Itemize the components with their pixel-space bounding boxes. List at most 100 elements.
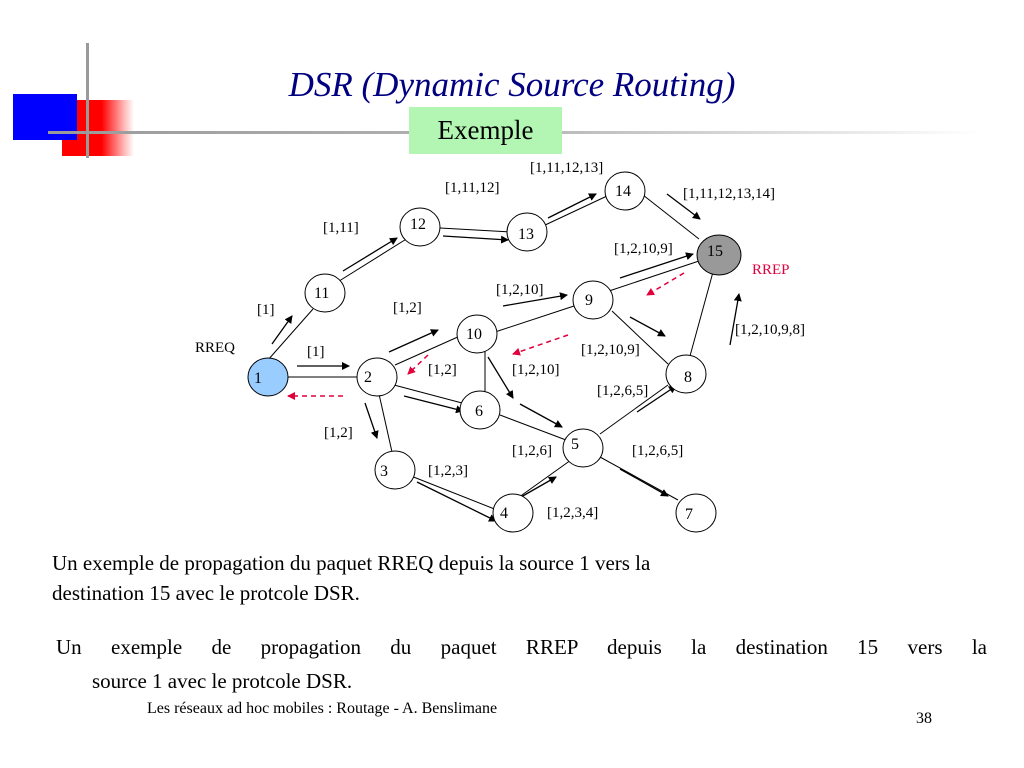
route-label: [1,2,3] — [428, 463, 468, 479]
link-3-4 — [410, 475, 498, 511]
node-label-12: 12 — [410, 216, 426, 233]
link-8-15 — [689, 271, 714, 357]
deco-vertical-line — [86, 43, 89, 158]
arrow-13-14 — [547, 193, 597, 219]
arrow-6-5 — [519, 403, 563, 428]
link-13-14 — [542, 195, 608, 227]
link-2-3 — [378, 393, 393, 453]
node-8 — [665, 354, 707, 394]
node-2 — [356, 357, 398, 397]
node-label-14: 14 — [615, 183, 631, 200]
arrow-10-9 — [502, 292, 568, 307]
node-14 — [604, 171, 646, 211]
rrep-label: RREP — [752, 262, 790, 278]
node-label-7: 7 — [685, 506, 693, 523]
route-label: [1] — [307, 344, 325, 360]
subtitle-box: Exemple — [409, 107, 562, 154]
route-label: [1,11,12,13] — [530, 160, 603, 176]
node-10 — [456, 314, 498, 354]
route-label: [1,2,6,5] — [632, 443, 683, 459]
network-links — [259, 194, 714, 511]
route-label: [1,2] — [324, 425, 353, 441]
node-4 — [492, 493, 534, 533]
link-5-8 — [599, 384, 669, 435]
route-labels: [1] [1] [1,11] [1,11,12] [1,11,12,13] [1… — [257, 160, 805, 521]
rrep-arrow-10-2 — [407, 354, 429, 375]
rrep-arrow-15-9 — [646, 272, 685, 296]
route-label: [1,2,10] — [512, 362, 560, 378]
link-14-15 — [642, 194, 700, 240]
arrow-10-5 — [487, 356, 514, 399]
arrow-4-5 — [520, 476, 557, 498]
node-15 — [696, 234, 742, 276]
route-label: [1,2,10,9] — [614, 241, 673, 257]
arrow-14-15 — [666, 193, 701, 220]
route-label: [1,11,12,13,14] — [683, 186, 775, 202]
node-label-8: 8 — [684, 369, 692, 386]
slide-title: DSR (Dynamic Source Routing) — [288, 65, 736, 104]
node-label-2: 2 — [364, 369, 372, 386]
route-label: [1,11] — [323, 220, 359, 236]
node-3 — [374, 450, 416, 490]
arrow-5-8 — [636, 385, 677, 413]
node-12 — [399, 207, 441, 247]
arrow-5-7 — [619, 468, 669, 497]
link-10-9 — [494, 305, 575, 333]
node-label-5: 5 — [571, 436, 579, 453]
arrow-2-3 — [364, 402, 379, 439]
node-label-10: 10 — [466, 326, 482, 343]
arrow-3-4 — [416, 481, 497, 522]
node-label-1: 1 — [254, 370, 262, 387]
node-label-13: 13 — [518, 226, 534, 243]
node-label-3: 3 — [380, 463, 388, 480]
rreq-label: RREQ — [195, 340, 235, 356]
network-diagram: 1 2 3 4 5 6 7 8 9 10 11 12 13 14 15 RREQ… — [195, 160, 805, 533]
footer: Les réseaux ad hoc mobiles : Routage - A… — [147, 700, 498, 717]
arrow-2-10 — [388, 329, 439, 353]
arrow-11-12 — [342, 237, 398, 272]
route-label: [1,2] — [393, 300, 422, 316]
node-label-9: 9 — [585, 292, 593, 309]
page-number: 38 — [916, 710, 932, 727]
route-label: [1,2,10,9,8] — [735, 322, 805, 338]
node-label-4: 4 — [500, 505, 508, 522]
node-5 — [562, 428, 604, 468]
node-13 — [506, 212, 548, 252]
route-label: [1,2,3,4] — [547, 505, 598, 521]
link-11-12 — [335, 237, 409, 284]
route-label: [1] — [257, 302, 275, 318]
rreq-arrows — [271, 193, 742, 522]
node-9 — [572, 280, 614, 320]
arrow-8-15 — [729, 293, 742, 346]
arrow-12-13 — [442, 235, 509, 244]
link-2-10 — [394, 335, 461, 366]
link-9-15 — [605, 259, 703, 293]
node-7 — [675, 493, 717, 533]
link-2-6 — [393, 384, 463, 404]
network-nodes — [247, 171, 742, 533]
link-12-13 — [439, 227, 513, 233]
route-label: [1,2] — [428, 362, 457, 378]
arrow-9-8 — [629, 316, 666, 337]
route-label: [1,2,6] — [512, 443, 552, 459]
route-label: [1,2,10,9] — [581, 342, 640, 358]
node-label-11: 11 — [314, 285, 329, 302]
node-11 — [304, 273, 346, 313]
link-5-4 — [514, 459, 572, 501]
link-6-5 — [499, 414, 567, 441]
paragraph-1-line-2: destination 15 avec le protcole DSR. — [52, 581, 360, 605]
arrow-1-11 — [271, 315, 293, 345]
paragraph-2-line-2: source 1 avec le protcole DSR. — [92, 669, 353, 693]
paragraph-1-line-1: Un exemple de propagation du paquet RREQ… — [52, 551, 651, 575]
node-labels: 1 2 3 4 5 6 7 8 9 10 11 12 13 14 15 — [254, 183, 723, 523]
node-1 — [247, 357, 289, 397]
arrow-2-6 — [403, 395, 464, 414]
route-label: [1,2,6,5] — [597, 383, 648, 399]
route-label: [1,11,12] — [445, 180, 499, 196]
rrep-arrows — [287, 272, 685, 400]
link-9-8 — [611, 310, 669, 365]
link-5-7 — [599, 456, 679, 501]
paragraph-2-line-1: Un exemple de propagation du paquet RREP… — [56, 635, 987, 659]
node-6 — [459, 390, 501, 430]
rrep-arrow-9-10 — [512, 334, 569, 356]
